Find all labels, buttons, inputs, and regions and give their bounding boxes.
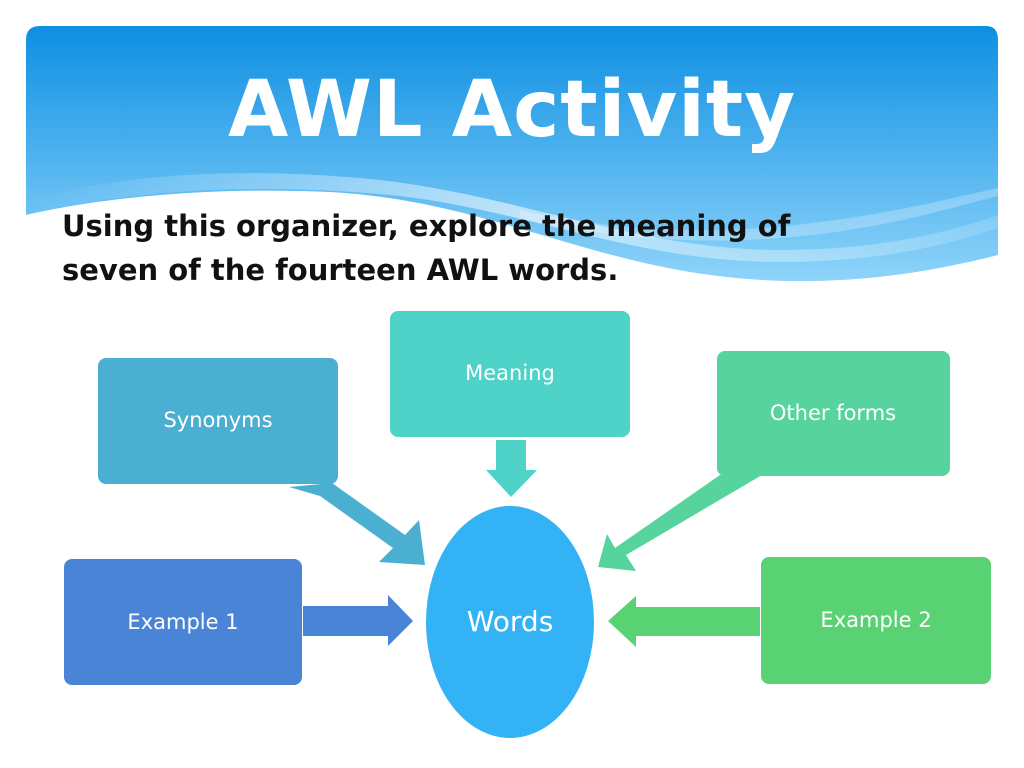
node-example-2-label: Example 2 <box>820 608 931 632</box>
node-words-center: Words <box>426 506 594 738</box>
node-example-2: Example 2 <box>761 557 991 684</box>
node-synonyms: Synonyms <box>98 358 338 484</box>
slide-title: AWL Activity <box>227 65 797 155</box>
arrow-other-forms-to-words <box>598 475 762 571</box>
node-words-label: Words <box>467 605 554 638</box>
node-meaning-label: Meaning <box>465 361 555 385</box>
arrow-synonyms-to-words <box>289 483 425 565</box>
node-meaning: Meaning <box>390 311 630 437</box>
slide-subtitle: Using this organizer, explore the meanin… <box>62 209 791 287</box>
node-other-forms-label: Other forms <box>770 401 896 425</box>
node-other-forms: Other forms <box>717 351 950 476</box>
node-example-1-label: Example 1 <box>127 610 238 634</box>
arrow-example2-to-words <box>608 596 760 647</box>
arrow-example1-to-words <box>303 595 413 646</box>
header-background <box>26 26 998 282</box>
arrow-meaning-to-words <box>486 440 537 497</box>
node-synonyms-label: Synonyms <box>163 408 272 432</box>
node-example-1: Example 1 <box>64 559 302 685</box>
